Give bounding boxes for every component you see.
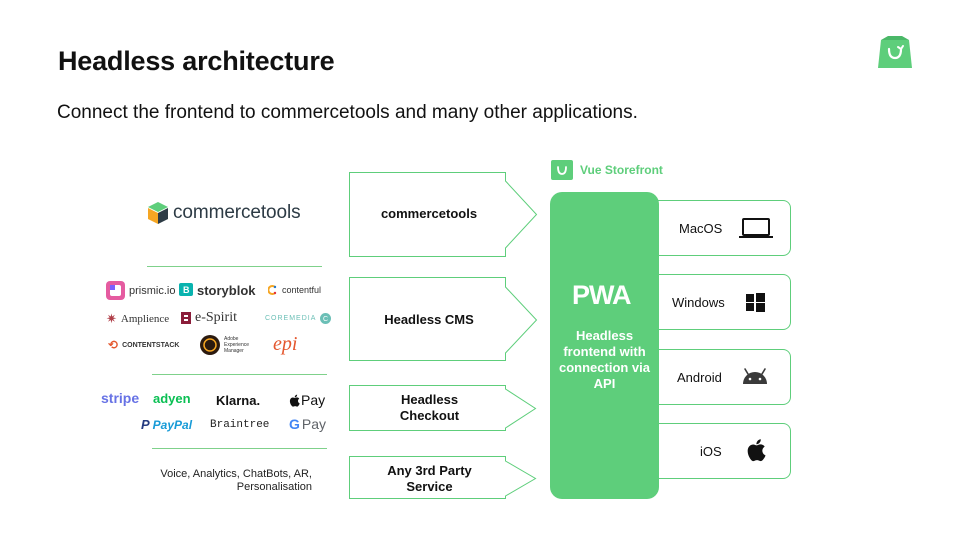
apple-icon (747, 439, 766, 462)
arrow-shape (349, 277, 538, 361)
separator-line (152, 448, 327, 449)
adobe-aem-icon (200, 335, 220, 355)
contentful-icon (268, 285, 277, 295)
arrow-label-headless-cms: Headless CMS (384, 312, 474, 327)
epi-logo: epi (273, 333, 298, 355)
vue-storefront-icon (551, 160, 573, 180)
laptop-icon (739, 218, 773, 238)
klarna-logo: Klarna. (216, 393, 261, 408)
contentstack-logo: ⟲ CONTENTSTACK (108, 338, 180, 352)
pwa-description: Headless frontend with connection via AP… (558, 328, 651, 391)
adyen-logo: adyen (153, 391, 191, 406)
pwa-logo: PWA (572, 280, 638, 313)
pwa-mark-text: PWA (572, 280, 631, 308)
platform-box-ios (656, 423, 791, 479)
platform-label-macos: MacOS (679, 221, 723, 236)
apple-icon (289, 394, 300, 407)
platform-box-macos (656, 200, 791, 256)
vue-storefront-logo: Vue Storefront (551, 160, 663, 180)
separator-line (152, 374, 327, 375)
shopping-bag-icon (878, 36, 912, 68)
other-services-text: Voice, Analytics, ChatBots, AR, Personal… (160, 468, 312, 493)
platform-label-ios: iOS (700, 444, 722, 459)
paypal-logo: P PayPal (141, 417, 193, 432)
amplience-logo: ✷ Amplience (106, 311, 170, 326)
espirit-logo: e-Spirit (181, 310, 237, 326)
arrow-label-headless-checkout: Headless Checkout (399, 392, 460, 423)
adobe-aem-logo: Adobe Experience Manager (200, 335, 256, 355)
separator-line (147, 266, 322, 267)
apple-pay-logo: Pay (289, 392, 325, 408)
slide-subtitle: Connect the frontend to commercetools an… (57, 102, 638, 123)
android-icon (743, 368, 767, 384)
paypal-icon: P (141, 417, 150, 432)
contentstack-icon: ⟲ (108, 338, 119, 352)
arrow-shape (349, 456, 537, 499)
commercetools-logo: commercetools (148, 202, 301, 224)
platform-box-windows (656, 274, 791, 330)
pwa-frontend-box (550, 192, 659, 499)
stripe-logo: stripe (101, 390, 140, 406)
storyblok-icon: B (179, 283, 193, 296)
arrow-label-commercetools: commercetools (380, 206, 478, 221)
contentful-logo: contentful (268, 285, 321, 295)
coremedia-logo: COREMEDIA C (265, 313, 332, 324)
storyblok-logo: B storyblok (179, 283, 256, 298)
prismic-icon (106, 281, 125, 300)
arrow-label-third-party: Any 3rd Party Service (387, 463, 472, 494)
braintree-logo: Braintree (210, 419, 270, 431)
svg-text:C: C (323, 316, 329, 323)
windows-icon (746, 293, 765, 312)
svg-text:B: B (183, 285, 190, 295)
slide-title: Headless architecture (58, 46, 335, 76)
platform-box-android (656, 349, 791, 405)
commercetools-logo-text: commercetools (173, 202, 301, 223)
google-pay-logo: G Pay (289, 416, 327, 432)
commercetools-mark-icon (148, 202, 168, 224)
platform-label-android: Android (677, 370, 722, 385)
arrow-shape (349, 385, 537, 431)
platform-label-windows: Windows (672, 295, 725, 310)
google-g-icon: G (289, 416, 300, 432)
arrow-shape (349, 172, 538, 257)
espirit-icon (181, 312, 191, 324)
prismic-logo: prismic.io (106, 281, 175, 300)
coremedia-icon: C (320, 313, 332, 324)
amplience-icon: ✷ (106, 311, 117, 326)
